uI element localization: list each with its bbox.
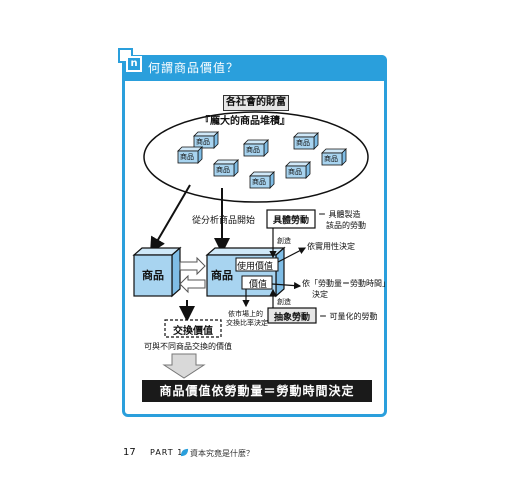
concrete-labor-label: 具體勞動 [272, 216, 309, 226]
small-commodity-box [243, 139, 269, 157]
section-header-bar [122, 55, 387, 81]
section-title: 何謂商品價值？ [148, 61, 240, 75]
small-commodity-label: 商品 [252, 178, 266, 186]
chapter-subtitle: 資本究竟是什麼？ [190, 449, 254, 458]
exchange-arrows [179, 256, 206, 294]
labor-amount-label-1: 依「勞動量＝勞動時間」 [302, 279, 390, 288]
big-down-arrow [162, 353, 206, 379]
small-commodity-box [249, 171, 275, 189]
small-commodity-box [213, 159, 239, 177]
part-label: PART 1 [150, 448, 184, 457]
abstract-labor-label: 抽象勞動 [273, 313, 310, 323]
small-commodity-label: 商品 [196, 138, 210, 146]
small-commodity-box [293, 132, 319, 150]
creates-label-1: 創造 [277, 237, 291, 245]
market-label-2: 交換比率決定 [226, 319, 268, 327]
small-commodity-label: 商品 [246, 146, 260, 154]
small-commodity-box [193, 131, 219, 149]
labor-amount-label-2: 決定 [312, 290, 328, 299]
small-commodity-label: 商品 [180, 153, 194, 161]
small-commodity-label: 商品 [216, 166, 230, 174]
commodity-right-label: 商品 [211, 269, 233, 282]
arrow-use-to-usefulness [277, 247, 307, 263]
small-commodity-label: 商品 [324, 155, 338, 163]
section-badge-icon: n [118, 48, 142, 72]
commodity-box-left [132, 246, 182, 298]
analysis-label: 從分析商品開始 [192, 216, 256, 226]
small-commodity-box [321, 148, 347, 166]
usefulness-label: 依實用性決定 [307, 242, 355, 251]
wealth-title-box: 各社會的財富 [223, 95, 289, 111]
commodity-left-label: 商品 [142, 269, 164, 282]
badge-letter: n [126, 56, 142, 72]
exchange-desc: 可與不同商品交換的價值 [144, 342, 232, 351]
market-label-1: 依市場上的 [228, 310, 263, 318]
abstract-desc: ＝ 可量化的勞動 [319, 312, 378, 321]
arrow-heap-to-left [149, 184, 191, 254]
use-value-label: 使用價值 [237, 262, 274, 272]
exchange-value-label: 交換價值 [173, 326, 213, 337]
page-number: 17 [123, 447, 136, 458]
value-box [241, 275, 273, 290]
value-label: 價值 [249, 280, 268, 290]
small-commodity-label: 商品 [288, 168, 302, 176]
arrow-value-to-labor [271, 281, 302, 290]
exchange-value-box [164, 319, 222, 338]
use-value-box [235, 257, 279, 272]
small-commodity-box [285, 161, 311, 179]
concrete-desc-1: ＝ 具體製造 [318, 210, 361, 219]
conclusion-banner: 商品價值依勞動量＝勞動時間決定 [142, 380, 372, 402]
abstract-labor-box [267, 307, 317, 324]
creates-label-2: 創造 [277, 298, 291, 306]
leaf-icon [180, 448, 189, 457]
small-commodity-box [177, 146, 203, 164]
concrete-desc-2: 該品的勞動 [326, 221, 366, 230]
commodity-heap-label: 『龐大的商品堆積』 [200, 116, 290, 127]
small-commodity-label: 商品 [296, 139, 310, 147]
concrete-labor-box [266, 209, 316, 229]
